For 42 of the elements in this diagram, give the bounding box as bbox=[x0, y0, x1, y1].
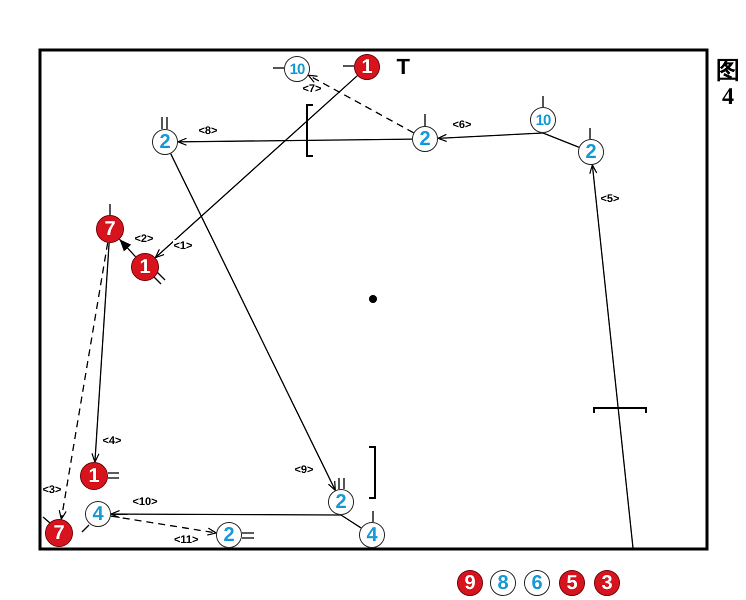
connector-line bbox=[542, 132, 580, 148]
dashed-arrow bbox=[58, 242, 108, 520]
player-marker: 10 bbox=[284, 56, 310, 82]
player-marker: 4 bbox=[359, 522, 385, 548]
edge-label: <4> bbox=[102, 435, 122, 447]
player-marker: 2 bbox=[578, 139, 604, 165]
dashed-arrow bbox=[308, 74, 414, 134]
arrow bbox=[170, 153, 336, 491]
edge-label: <9> bbox=[294, 464, 314, 476]
player-marker: 5 bbox=[559, 570, 585, 596]
figure-caption: 图4 bbox=[716, 58, 740, 111]
player-marker: 10 bbox=[530, 107, 556, 133]
edge-label: <5> bbox=[600, 193, 620, 205]
arrow bbox=[177, 138, 412, 146]
arrow bbox=[110, 510, 341, 518]
player-marker: 2 bbox=[216, 522, 242, 548]
player-marker: 2 bbox=[328, 489, 354, 515]
edge-label: <2> bbox=[134, 233, 154, 245]
player-marker: 8 bbox=[490, 570, 516, 596]
arrow bbox=[91, 242, 110, 463]
edge-label: <6> bbox=[452, 119, 472, 131]
arrow bbox=[437, 132, 544, 142]
player-marker: 9 bbox=[457, 570, 483, 596]
edge-label: <7> bbox=[302, 83, 322, 95]
player-marker: 7 bbox=[96, 215, 124, 243]
player-marker: 3 bbox=[594, 570, 620, 596]
player-marker: 6 bbox=[524, 570, 550, 596]
arrow bbox=[119, 238, 136, 258]
player-marker: 2 bbox=[412, 126, 438, 152]
player-marker: 1 bbox=[354, 54, 380, 80]
letter-label: T bbox=[396, 56, 410, 78]
edge-label: <11> bbox=[173, 534, 200, 546]
player-marker: 4 bbox=[85, 501, 111, 527]
dashed-arrow bbox=[110, 515, 217, 536]
edge-label: <8> bbox=[198, 125, 218, 137]
player-marker: 7 bbox=[45, 519, 73, 547]
edge-label: <3> bbox=[42, 484, 62, 496]
player-marker: 1 bbox=[131, 253, 159, 281]
edge-label: <10> bbox=[132, 496, 159, 508]
player-marker: 2 bbox=[152, 129, 178, 155]
arrow bbox=[589, 164, 634, 548]
player-marker: 1 bbox=[80, 462, 108, 490]
